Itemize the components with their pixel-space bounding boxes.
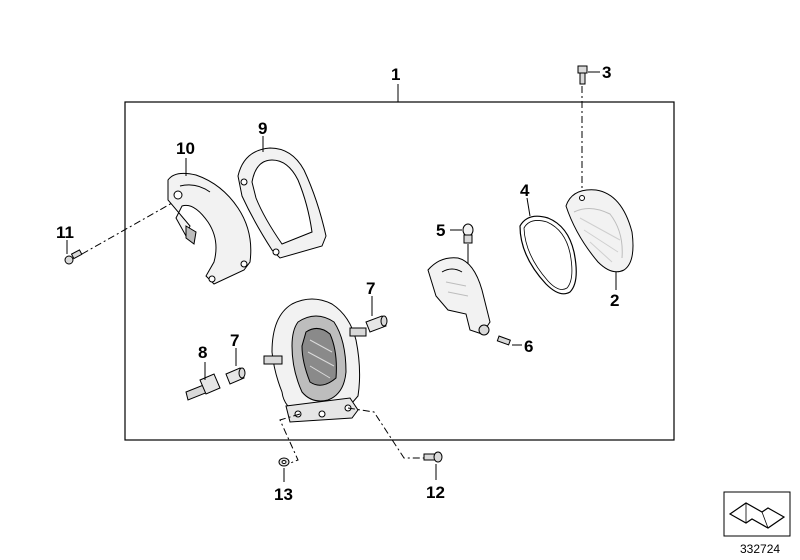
bulb-socket — [427, 257, 491, 336]
part-6-pin — [496, 335, 511, 346]
leader-11 — [81, 202, 173, 255]
part-9-gasket-frame — [237, 147, 327, 259]
callout-9: 9 — [258, 119, 267, 138]
part-7-bushing-left — [225, 367, 246, 385]
callout-7-right: 7 — [366, 279, 375, 298]
callout-8: 8 — [198, 343, 207, 362]
callout-10: 10 — [176, 139, 195, 158]
callout-6: 6 — [524, 337, 533, 356]
callout-3: 3 — [602, 63, 611, 82]
rear-light-housing — [263, 298, 367, 423]
callout-7-left: 7 — [230, 331, 239, 350]
axis-line-13 — [279, 413, 301, 465]
part-13-washer — [278, 457, 290, 467]
callout-11: 11 — [56, 223, 74, 242]
part-11-screw — [64, 249, 83, 265]
part-4-seal-ring — [519, 215, 577, 295]
arrow-symbol-icon — [728, 502, 786, 529]
part-8-bolt — [185, 373, 221, 401]
callout-12: 12 — [426, 483, 445, 502]
part-3-screw — [577, 65, 588, 85]
callout-13: 13 — [274, 485, 293, 504]
callout-5: 5 — [436, 221, 445, 240]
orientation-symbol-box — [723, 491, 791, 537]
part-10-bracket — [167, 172, 252, 285]
reference-number: 332724 — [740, 542, 780, 556]
part-2-lens-cover — [565, 189, 634, 273]
callout-1: 1 — [391, 65, 400, 84]
callout-4: 4 — [520, 181, 530, 200]
callout-2: 2 — [610, 291, 619, 310]
part-12-screw — [423, 451, 443, 463]
part-7-bushing-right — [365, 315, 388, 333]
axis-line-12 — [347, 407, 428, 459]
part-5-bulb — [462, 223, 474, 244]
assembly-frame — [124, 101, 675, 441]
leader-4 — [526, 197, 531, 217]
